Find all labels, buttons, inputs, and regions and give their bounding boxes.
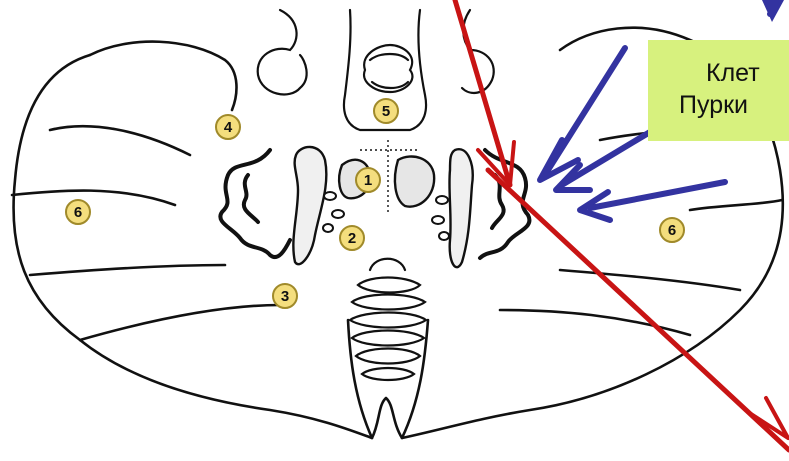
- emboliform-nucleus-right: [449, 149, 472, 267]
- dentate-nucleus-left: [220, 150, 290, 257]
- marker-6-left: 6: [66, 200, 90, 224]
- vermis-folia: [350, 259, 426, 380]
- svg-text:4: 4: [224, 119, 233, 136]
- fastigial-nucleus-right: [395, 156, 434, 206]
- marker-3: 3: [273, 284, 297, 308]
- svg-text:3: 3: [281, 288, 289, 305]
- svg-text:6: 6: [74, 204, 82, 221]
- marker-2: 2: [340, 226, 364, 250]
- marker-5: 5: [374, 99, 398, 123]
- marker-6-right: 6: [660, 218, 684, 242]
- purkinje-callout: Клет Пурки: [648, 40, 789, 141]
- svg-text:2: 2: [348, 230, 356, 247]
- callout-line-1: Клет: [706, 59, 760, 88]
- svg-text:5: 5: [382, 103, 390, 120]
- marker-1: 1: [356, 168, 380, 192]
- svg-text:1: 1: [364, 172, 372, 189]
- svg-text:6: 6: [668, 222, 676, 239]
- blue-arrow-tip: [762, 0, 784, 22]
- globose-nuclei-left: [323, 192, 344, 232]
- callout-line-2: Пурки: [679, 91, 748, 120]
- marker-4: 4: [216, 115, 240, 139]
- emboliform-nucleus-left: [293, 147, 326, 264]
- globose-nuclei-right: [432, 196, 449, 240]
